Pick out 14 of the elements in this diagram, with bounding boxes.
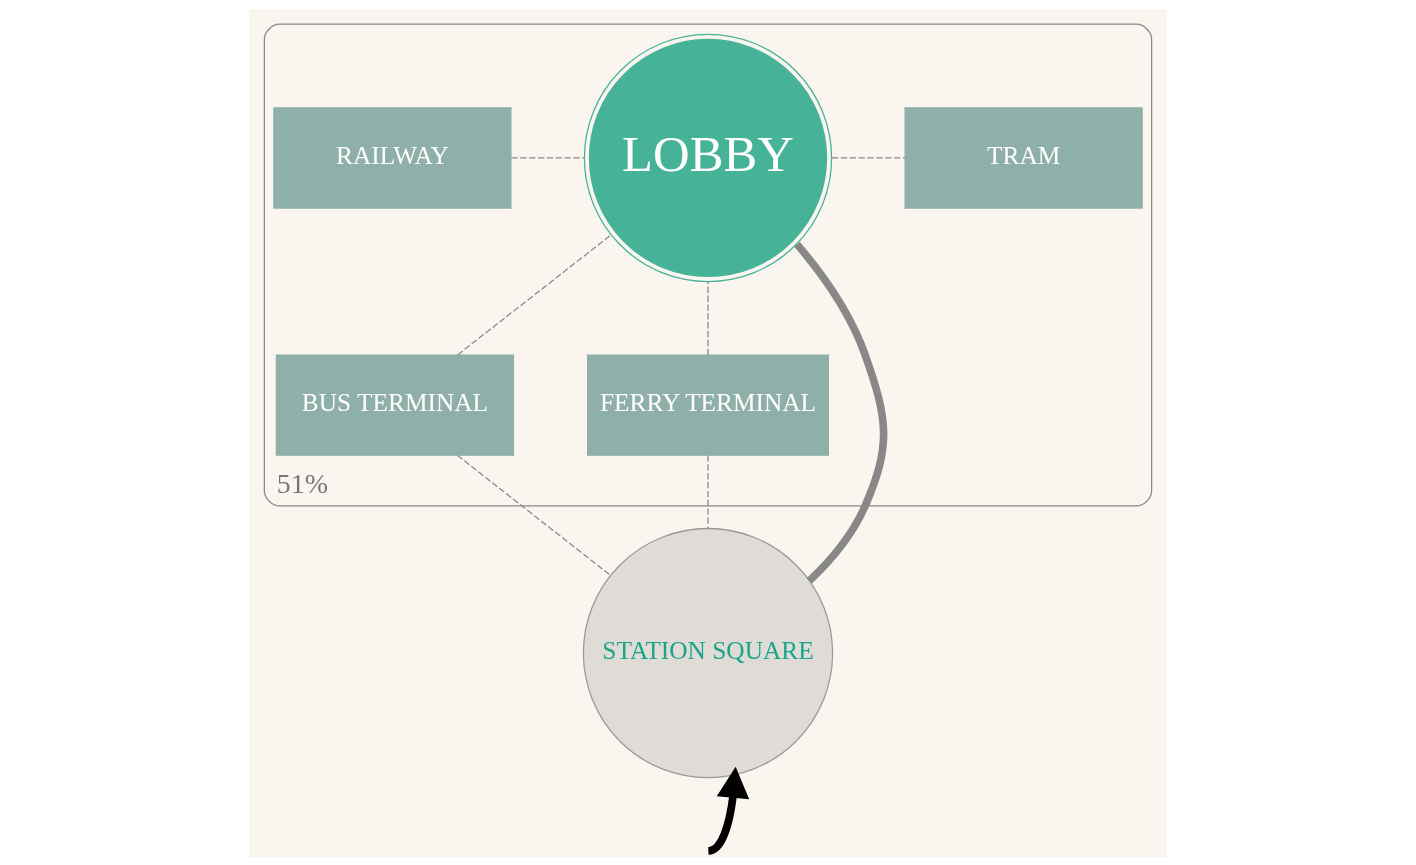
connector	[794, 241, 888, 583]
node-box: RAILWAY	[273, 106, 512, 209]
connector	[707, 454, 709, 529]
node-box: FERRY TERMINAL	[586, 353, 830, 456]
connector	[457, 233, 612, 355]
node-box: TRAM	[904, 106, 1143, 209]
connector	[456, 454, 611, 576]
node-circle: STATION SQUARE	[582, 527, 834, 778]
arrow	[707, 766, 750, 855]
connector	[831, 156, 906, 159]
node-circle: LOBBY	[583, 33, 833, 282]
connector	[510, 156, 585, 159]
node-box: BUS TERMINAL	[275, 353, 515, 456]
connector	[707, 280, 709, 356]
